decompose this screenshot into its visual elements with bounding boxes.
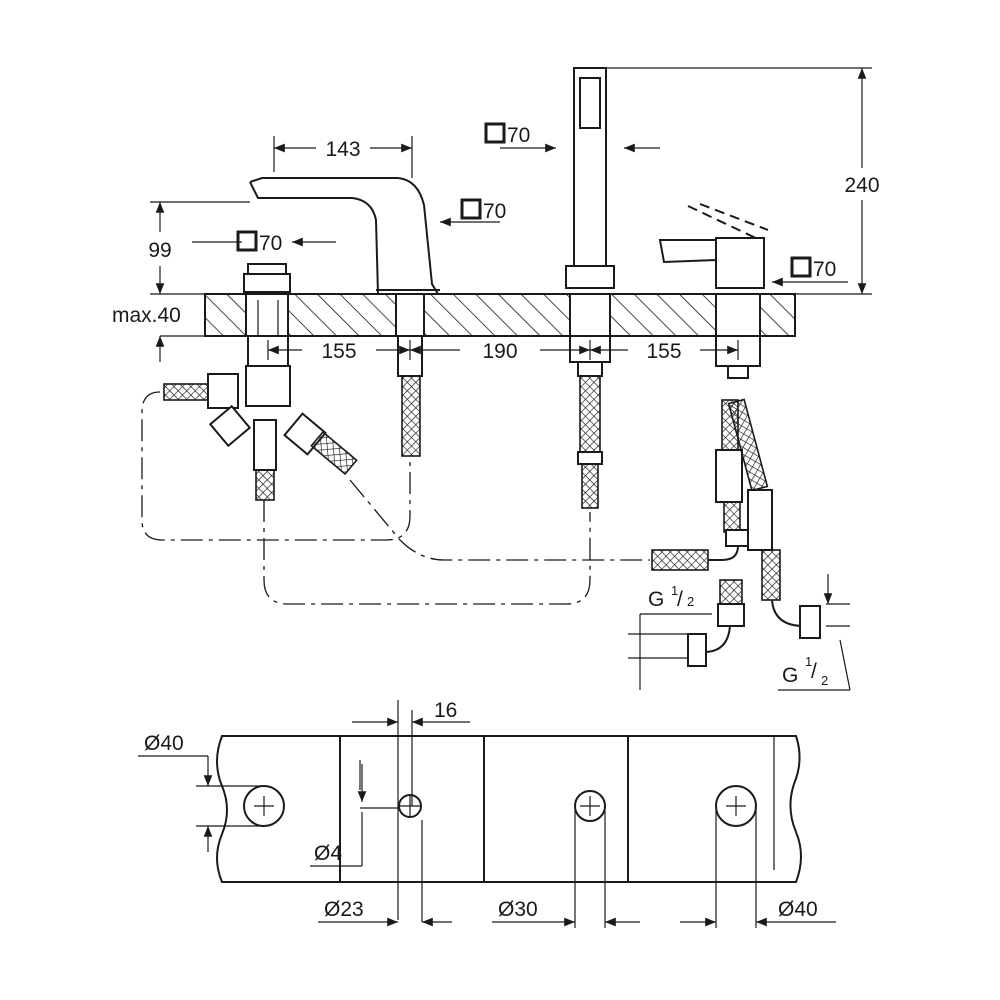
label-thread-left: G [648, 588, 664, 611]
dim-spacing-left: 155 [321, 340, 356, 363]
dim-overall-height: 240 [844, 174, 879, 197]
dim-edge-offset: 16 [434, 699, 457, 722]
thread-left-num: 1 [671, 583, 678, 598]
single-lever-mixer [658, 203, 772, 379]
cutout-plan: Ø40 16 Ø4 Ø23 Ø30 Ø40 [138, 699, 836, 928]
dim-spout-height: 99 [148, 239, 171, 262]
supply-hoses [163, 335, 821, 667]
hole-spout [398, 794, 422, 818]
dim-hole-right: Ø40 [778, 898, 818, 921]
dim-hole-30: Ø30 [498, 898, 538, 921]
dim-spout-reach: 143 [325, 138, 360, 161]
label-square-spout: 70 [483, 200, 506, 223]
label-thread-right: G [782, 664, 798, 687]
thread-right-slash: / [811, 660, 817, 683]
label-square-valve: 70 [259, 232, 282, 255]
label-square-hand-shower: 70 [507, 124, 530, 147]
thread-right-den: 2 [821, 673, 828, 688]
dim-hole-left: Ø40 [144, 732, 184, 755]
dim-spacing-middle: 190 [482, 340, 517, 363]
connection-lines [141, 391, 650, 605]
dim-max-deck: max.40 [112, 304, 181, 327]
bath-spout [249, 177, 445, 295]
thread-left-den: 2 [687, 594, 694, 609]
thread-left-slash: / [677, 588, 683, 611]
dim-spacing-right: 155 [646, 340, 681, 363]
label-square-mixer: 70 [813, 258, 836, 281]
deck-section [204, 293, 796, 337]
thread-right-num: 1 [805, 654, 812, 669]
dim-small-hole: Ø4 [314, 842, 342, 865]
dim-hole-23: Ø23 [324, 898, 364, 921]
top-dimensions: 143 99 max.40 240 155 190 155 [112, 67, 880, 691]
